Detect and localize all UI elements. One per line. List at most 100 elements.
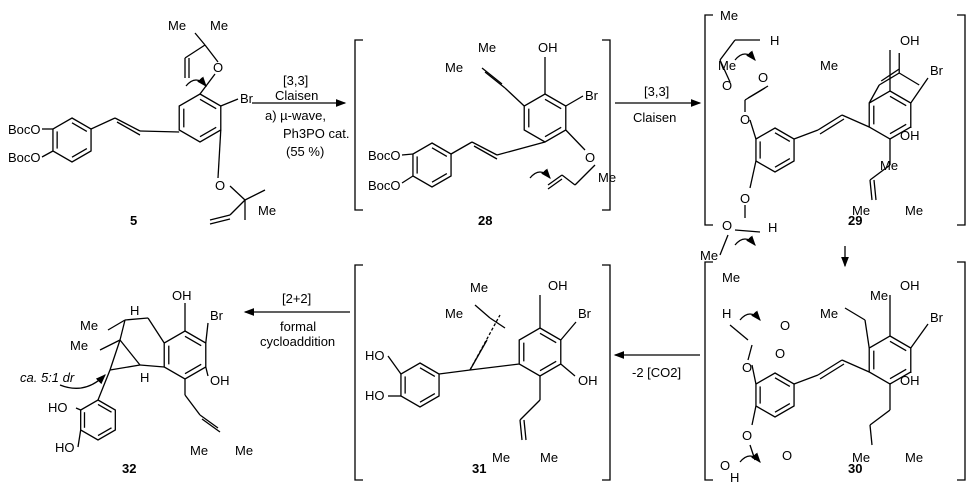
aromatic-double-bond — [544, 126, 562, 138]
atom-label: O — [740, 112, 750, 127]
aromatic-double-bond — [97, 403, 112, 413]
ring-catechol-5 — [52, 117, 92, 163]
aromatic-double-bond — [184, 335, 202, 347]
atom-label: O — [722, 78, 732, 93]
bond — [220, 98, 239, 107]
atom-label: Me — [80, 318, 98, 333]
ring-aryl-28 — [523, 93, 567, 143]
atom-label: Me — [852, 450, 870, 465]
bond — [205, 322, 209, 344]
atom-label: HO — [55, 440, 75, 455]
step4-line3: cycloaddition — [260, 334, 335, 349]
prenyl-bond — [868, 84, 880, 104]
bond — [438, 369, 471, 375]
bond — [560, 321, 577, 341]
atom-label: H — [722, 306, 731, 321]
aromatic-double-bond — [774, 132, 791, 142]
atom-label: Me — [492, 450, 510, 465]
bond — [116, 121, 141, 136]
bond — [244, 189, 266, 201]
aromatic-double-bond — [71, 148, 88, 158]
atom-label: Me — [700, 248, 718, 263]
bond — [209, 214, 231, 221]
compound-label-32: 32 — [122, 461, 136, 476]
step1-line5: (55 %) — [286, 144, 324, 159]
bond — [869, 409, 891, 426]
bond — [819, 363, 845, 380]
ring-aryl-5 — [178, 93, 222, 143]
atom-label: Br — [210, 308, 224, 323]
atom-label: Me — [852, 203, 870, 218]
bond — [747, 85, 769, 99]
bond — [199, 73, 216, 95]
atom-label: Me — [720, 8, 738, 23]
bond — [729, 324, 749, 341]
bracket-31-left — [354, 264, 363, 481]
bond — [747, 344, 753, 361]
ring-catechol-31 — [400, 362, 440, 408]
bond — [99, 339, 121, 351]
atom-label: O — [775, 346, 785, 361]
compound-label-28: 28 — [478, 213, 492, 228]
atom-label: H — [130, 303, 139, 318]
bond — [97, 369, 111, 401]
ring-catechol-29 — [755, 127, 795, 173]
aromatic-double-bond — [774, 158, 791, 168]
atom-label: Me — [478, 40, 496, 55]
bond — [229, 199, 246, 216]
bond — [471, 141, 498, 156]
bond — [205, 366, 209, 377]
atom-label: Me — [540, 450, 558, 465]
atom-label: Me — [870, 288, 888, 303]
prenyl-bond — [880, 68, 900, 82]
bond — [401, 153, 414, 156]
bond — [565, 129, 586, 151]
bond — [793, 129, 819, 140]
atom-label: Me — [820, 58, 838, 73]
atom-label: Me — [258, 203, 276, 218]
step4-line1: [2+2] — [282, 291, 311, 306]
bond — [547, 174, 563, 186]
atom-label: H — [730, 470, 739, 485]
bond — [561, 174, 576, 186]
bond — [119, 319, 126, 341]
compound-label-29: 29 — [848, 213, 862, 228]
bond — [751, 405, 757, 426]
aromatic-double-bond — [431, 147, 448, 157]
aromatic-double-bond — [431, 173, 448, 183]
prenyl-bond — [878, 72, 900, 86]
bond — [450, 141, 473, 155]
bond — [504, 87, 525, 107]
atom-label: H — [768, 220, 777, 235]
bond — [910, 77, 929, 104]
step1-line4: Ph3PO cat. — [283, 126, 349, 141]
atom-label: H — [140, 370, 149, 385]
atom-label: H — [770, 33, 779, 48]
atom-label: OH — [900, 128, 920, 143]
bond — [184, 394, 201, 416]
atom-label: Br — [930, 310, 944, 325]
ring-catechol-32 — [80, 399, 116, 441]
bond — [75, 407, 81, 411]
bracket-28-right — [602, 39, 611, 211]
bond — [496, 141, 546, 156]
bond — [523, 419, 527, 441]
bond — [229, 185, 246, 201]
bracket-28-left — [354, 39, 363, 211]
bracket-29-left — [704, 14, 713, 226]
bond — [90, 117, 116, 130]
aromatic-double-bond — [889, 368, 907, 380]
prenyl-bond — [898, 72, 920, 86]
compound-label-31: 31 — [472, 461, 486, 476]
dashed-bond — [469, 314, 501, 371]
ring-catechol-28 — [412, 142, 452, 188]
bond — [147, 317, 165, 344]
atom-label: HO — [365, 388, 385, 403]
step3-line1: -2 [CO2] — [632, 365, 681, 380]
atom-label: Br — [578, 306, 592, 321]
atom-label: Br — [585, 88, 599, 103]
bond — [547, 178, 563, 190]
atom-label: OH — [210, 373, 230, 388]
atom-label: Me — [210, 18, 228, 33]
bond — [869, 164, 891, 181]
